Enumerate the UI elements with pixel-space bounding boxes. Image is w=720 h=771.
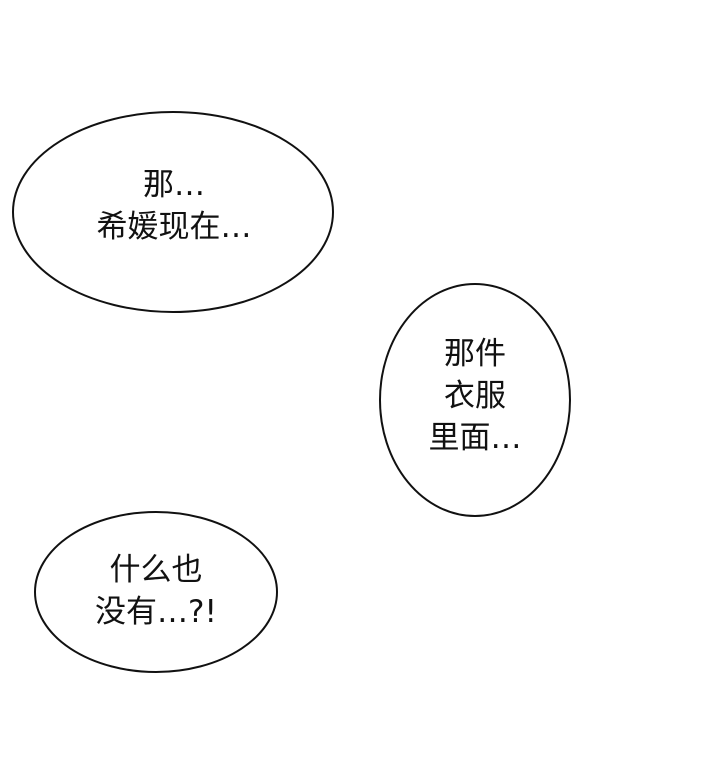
speech-bubble-3-outline [34,511,278,673]
dialogue-line: 那… [143,167,205,203]
speech-bubble-1-text: 那… 希媛现在… [14,164,334,248]
dialogue-line: 没有…?! [95,594,217,630]
speech-bubble-1-outline [12,111,334,313]
speech-bubble-2-outline [379,283,571,517]
dialogue-line: 衣服 [444,378,506,414]
speech-bubble-3-text: 什么也 没有…?! [35,549,277,633]
dialogue-line: 什么也 [109,552,203,588]
dialogue-line: 里面… [428,420,522,456]
dialogue-line: 那件 [444,336,506,372]
speech-bubble-2-text: 那件 衣服 里面… [380,333,570,459]
dialogue-line: 希媛现在… [96,209,252,245]
